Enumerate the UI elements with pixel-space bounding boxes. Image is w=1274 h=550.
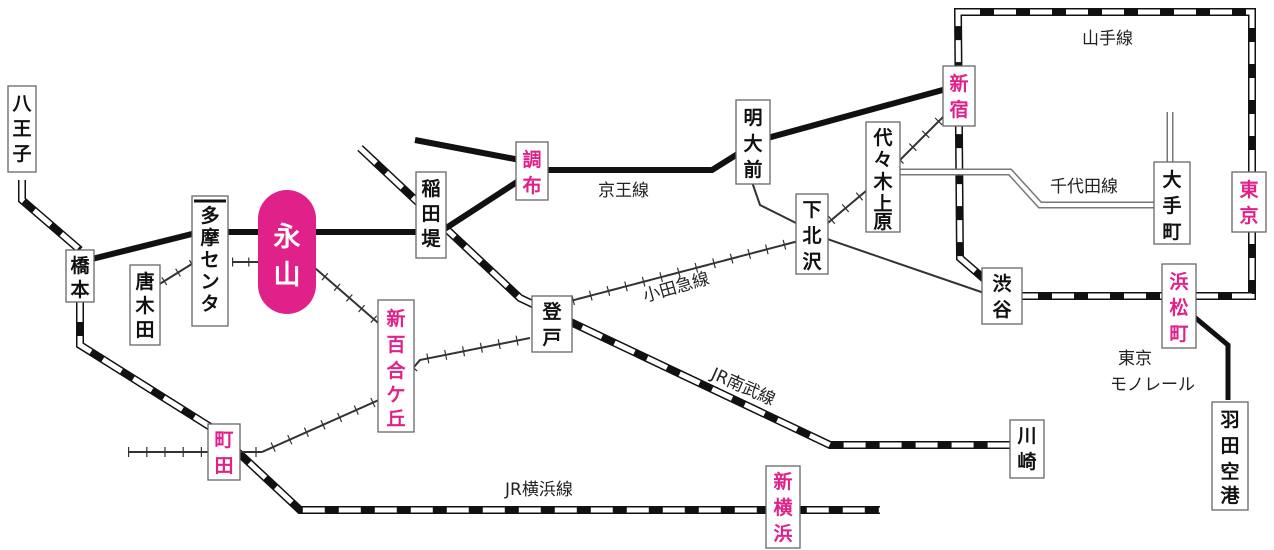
station-shimokitazawa[interactable]: 下 北 沢 — [795, 193, 829, 275]
svg-text:本: 本 — [70, 278, 89, 301]
monorail-label-line1: 東京 — [1118, 349, 1152, 369]
svg-text:ン: ン — [200, 271, 219, 293]
station-otemachi[interactable]: 大 手 町 — [1153, 161, 1191, 245]
svg-text:浜: 浜 — [773, 523, 792, 545]
svg-text:田: 田 — [214, 455, 233, 477]
svg-text:明: 明 — [743, 107, 762, 129]
svg-text:横: 横 — [773, 496, 793, 519]
station-nagayama-highlight[interactable]: 永 山 — [258, 190, 316, 314]
svg-text:京: 京 — [1239, 204, 1258, 227]
svg-text:港: 港 — [1220, 485, 1240, 507]
station-tama-center[interactable]: 多 摩 セ ン タ — [191, 195, 229, 327]
svg-text:々: 々 — [873, 149, 892, 171]
station-shibuya[interactable]: 渋 谷 — [981, 267, 1023, 325]
svg-text:木: 木 — [872, 170, 893, 193]
svg-text:川: 川 — [1016, 425, 1036, 447]
station-hamamatsucho[interactable]: 浜 松 町 — [1161, 263, 1197, 349]
svg-text:王: 王 — [12, 118, 31, 140]
svg-text:上: 上 — [873, 193, 892, 215]
svg-text:田: 田 — [1220, 435, 1239, 457]
station-hashimoto[interactable]: 橋 本 — [65, 249, 95, 303]
svg-text:羽: 羽 — [1220, 409, 1239, 431]
svg-text:布: 布 — [522, 174, 541, 197]
svg-text:永: 永 — [273, 222, 301, 253]
svg-text:大: 大 — [1162, 168, 1181, 191]
keio-line-label: 京王線 — [598, 181, 649, 201]
svg-text:渋: 渋 — [992, 272, 1011, 295]
svg-text:堤: 堤 — [421, 228, 441, 250]
svg-text:町: 町 — [1162, 221, 1181, 243]
station-meidaimae[interactable]: 明 大 前 — [735, 99, 771, 185]
svg-text:木: 木 — [134, 294, 155, 317]
svg-text:沢: 沢 — [802, 250, 822, 273]
station-inadazutsumi[interactable]: 稲 田 堤 — [415, 171, 447, 259]
station-tokyo[interactable]: 東 京 — [1231, 171, 1267, 233]
svg-text:セ: セ — [200, 249, 219, 271]
svg-text:合: 合 — [386, 359, 406, 382]
chiyoda-line-label: 千代田線 — [1050, 177, 1118, 197]
station-machida[interactable]: 町 田 — [207, 423, 241, 481]
svg-text:戸: 戸 — [542, 327, 561, 349]
chiyoda-line — [900, 112, 1174, 209]
svg-text:宿: 宿 — [949, 98, 968, 121]
yamanote-line — [953, 8, 1256, 300]
svg-text:代: 代 — [872, 127, 892, 149]
station-shinjuku[interactable]: 新 宿 — [942, 65, 976, 127]
svg-text:山: 山 — [274, 260, 301, 291]
svg-text:子: 子 — [12, 143, 31, 165]
svg-text:松: 松 — [1169, 296, 1188, 319]
svg-text:新: 新 — [773, 470, 792, 493]
svg-text:前: 前 — [743, 158, 762, 181]
svg-text:摩: 摩 — [200, 226, 219, 249]
odakyu-line-label: 小田急線 — [641, 269, 712, 307]
svg-text:原: 原 — [873, 211, 892, 233]
svg-text:多: 多 — [200, 204, 219, 227]
svg-text:北: 北 — [802, 225, 821, 247]
svg-text:空: 空 — [1220, 460, 1239, 483]
jr-yokohama-line-label: JR横浜線 — [504, 480, 573, 500]
monorail-label-line2: モノレール — [1110, 375, 1195, 395]
svg-text:町: 町 — [214, 429, 233, 451]
station-chofu[interactable]: 調 布 — [515, 141, 549, 201]
svg-text:ケ: ケ — [386, 384, 405, 406]
svg-text:唐: 唐 — [135, 270, 154, 293]
svg-text:下: 下 — [802, 199, 821, 221]
yamanote-line-label: 山手線 — [1082, 29, 1133, 49]
svg-text:調: 調 — [522, 148, 541, 171]
tokyo-monorail-line — [1190, 313, 1231, 400]
svg-text:新: 新 — [386, 307, 405, 330]
svg-text:新: 新 — [949, 72, 968, 95]
svg-text:谷: 谷 — [992, 299, 1012, 321]
svg-text:浜: 浜 — [1169, 271, 1188, 293]
inokashira-line — [751, 181, 991, 296]
station-shin-yokohama[interactable]: 新 横 浜 — [765, 465, 801, 549]
station-karakida[interactable]: 唐 木 田 — [129, 264, 161, 346]
svg-text:稲: 稲 — [421, 178, 440, 200]
svg-text:橋: 橋 — [70, 254, 90, 277]
station-hachioji[interactable]: 八 王 子 — [7, 85, 37, 173]
station-noborito[interactable]: 登 戸 — [531, 295, 573, 353]
svg-text:登: 登 — [541, 300, 562, 323]
svg-text:田: 田 — [135, 319, 154, 341]
svg-text:田: 田 — [421, 203, 440, 225]
svg-text:崎: 崎 — [1017, 450, 1036, 473]
svg-text:大: 大 — [743, 132, 762, 155]
svg-text:百: 百 — [386, 334, 405, 356]
station-yoyogi-uehara[interactable]: 代 々 木 上 原 — [865, 121, 901, 233]
svg-text:手: 手 — [1162, 194, 1181, 217]
svg-text:丘: 丘 — [386, 408, 405, 430]
svg-text:タ: タ — [200, 293, 219, 315]
svg-text:町: 町 — [1169, 323, 1188, 345]
station-kawasaki[interactable]: 川 崎 — [1009, 419, 1045, 479]
svg-text:八: 八 — [12, 93, 32, 115]
jr-nambu-line — [357, 145, 1010, 449]
station-shin-yurigaoka[interactable]: 新 百 合 ケ 丘 — [377, 299, 415, 433]
svg-text:東: 東 — [1239, 178, 1258, 201]
station-haneda-airport[interactable]: 羽 田 空 港 — [1211, 401, 1249, 511]
